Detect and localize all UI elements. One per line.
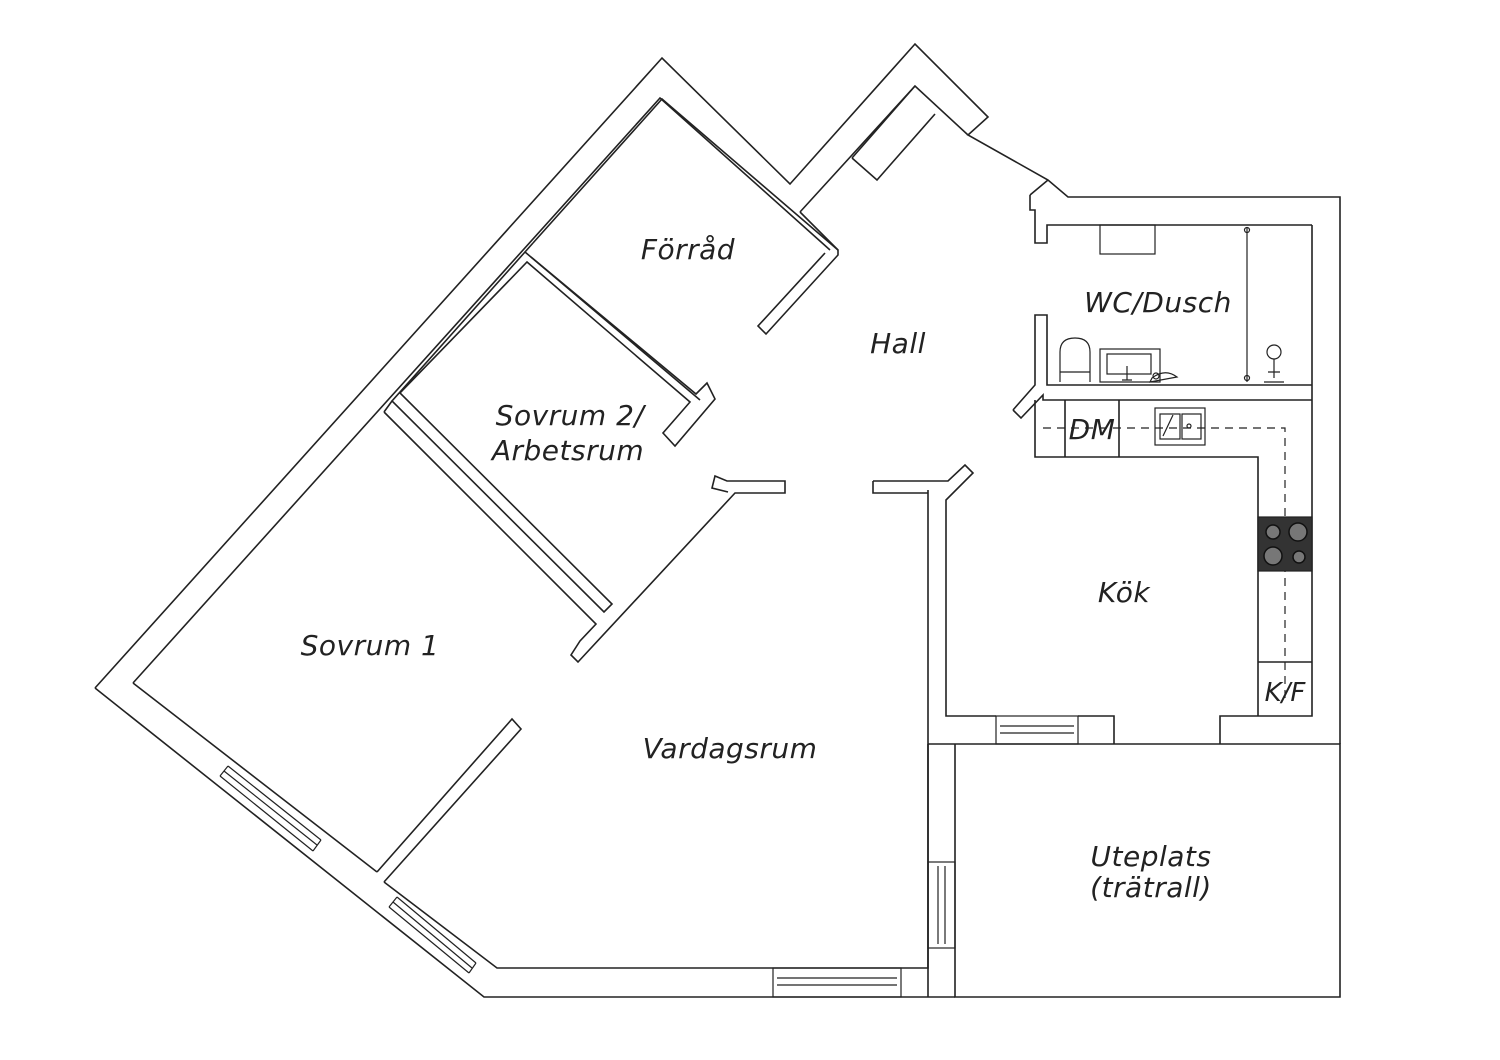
label-sovrum2-line1: Sovrum 2/: [496, 399, 647, 432]
label-uteplats-line1: Uteplats: [1091, 840, 1212, 873]
window-kok: [995, 715, 1079, 745]
label-dm: DM: [1069, 413, 1116, 446]
sink-icon: [1154, 407, 1206, 446]
washbasin-icon: [1099, 348, 1161, 383]
outer-walls: [94, 42, 1341, 998]
window-sovrum1: [219, 765, 322, 852]
label-kok: Kök: [1098, 576, 1151, 609]
label-vardagsrum: Vardagsrum: [643, 732, 818, 765]
label-sovrum1: Sovrum 1: [301, 629, 440, 662]
window-vardagsrum-diag: [388, 896, 477, 974]
shower-icon: [1264, 344, 1284, 383]
toilet-icon: [1059, 337, 1091, 382]
hairdryer-icon: [1148, 372, 1179, 383]
label-uteplats-line2: (trätrall): [1090, 871, 1212, 904]
kok-walls: [872, 314, 1312, 744]
sovrum2-walls: [390, 251, 716, 614]
hall-bay: [851, 85, 1312, 244]
label-kf: K/F: [1265, 678, 1307, 708]
label-hall: Hall: [870, 327, 926, 360]
window-vardagsrum-bottom: [772, 967, 902, 998]
window-vardagsrum-right: [927, 861, 956, 949]
kitchen-counters: [1034, 400, 1313, 716]
stove-icon: [1257, 516, 1313, 572]
room-labels: Förråd Hall WC/Dusch Sovrum 2/ Arbetsrum…: [301, 233, 1307, 904]
sovrum1-walls: [376, 400, 786, 883]
label-forrad: Förråd: [641, 233, 735, 266]
label-sovrum2-line2: Arbetsrum: [490, 434, 644, 467]
wc-fixtures: [1059, 224, 1284, 383]
label-wc: WC/Dusch: [1084, 286, 1232, 319]
